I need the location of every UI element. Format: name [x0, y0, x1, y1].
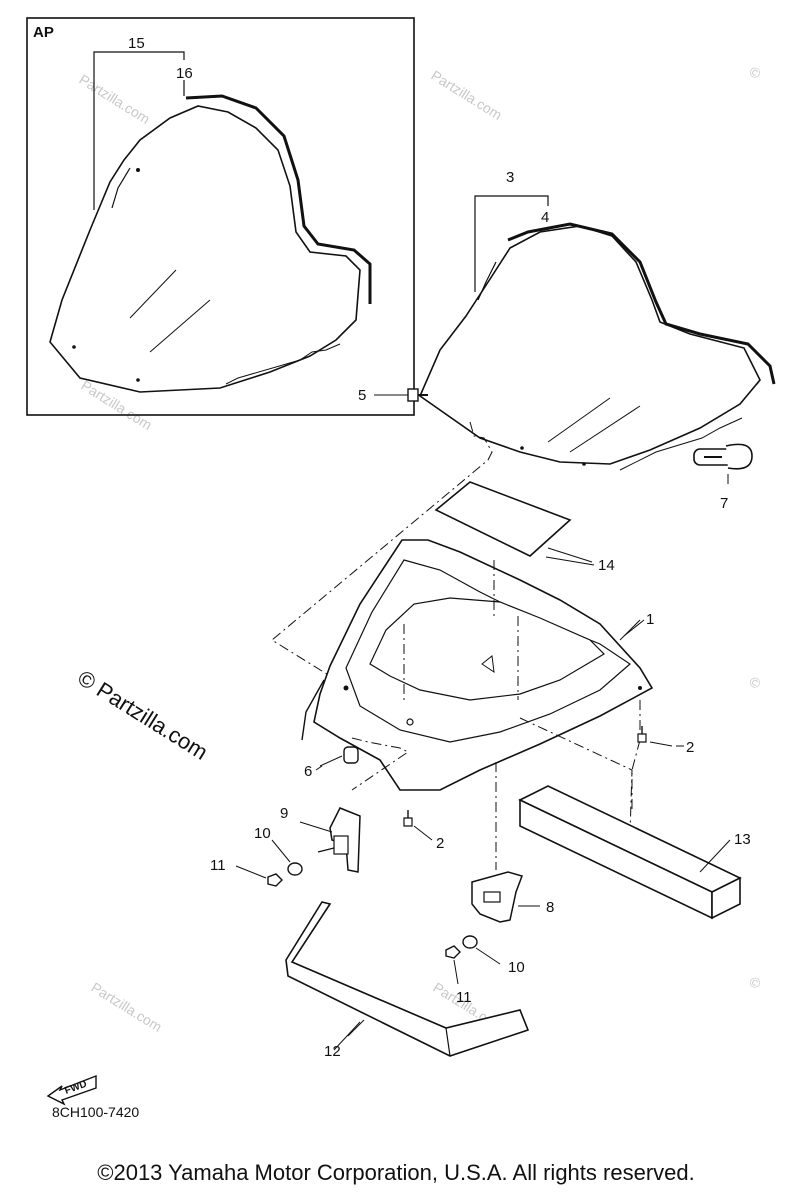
callout-11a: 11: [210, 857, 226, 874]
grommet-part-6: [319, 746, 359, 767]
document-code: 8CH100-7420: [52, 1104, 140, 1120]
screw-part-2: [403, 810, 433, 841]
watermark-small: Partzilla.com: [76, 71, 152, 127]
pad-part-14: [434, 481, 572, 557]
windshield-trim: [507, 222, 776, 385]
watermark-large: © Partzilla.com: [73, 665, 212, 765]
callout-4: 4: [541, 209, 549, 226]
callout-13: 13: [734, 831, 751, 848]
watermark-corner: ©: [746, 63, 764, 82]
watermark-small: Partzilla.com: [88, 979, 164, 1035]
callout-3: 3: [506, 169, 514, 186]
bracket-part-8: [471, 871, 540, 923]
callout-14: 14: [598, 557, 615, 574]
washer-part-10: [271, 839, 303, 876]
callout-5: 5: [358, 387, 366, 404]
washer-part-10: [462, 935, 501, 965]
copyright-notice: ©2013 Yamaha Motor Corporation, U.S.A. A…: [97, 1160, 695, 1185]
clip-part-7: [693, 443, 753, 484]
callout-15: 15: [128, 35, 145, 52]
cowling-part-1: [301, 539, 654, 791]
screw-part-2: [637, 726, 673, 747]
watermark-corner: ©: [746, 673, 764, 692]
screw-part-5: [374, 388, 428, 402]
callout-6: 6: [304, 763, 312, 780]
callout-10a: 10: [254, 825, 271, 842]
leader-lines: [315, 556, 731, 1051]
callout-2b: 2: [436, 835, 444, 852]
bracket-part-9: [299, 807, 361, 873]
callout-numbers: 15 16 3 4 5 7 14 1 2 6 9 2 13 10 11 8 10…: [128, 35, 751, 1060]
watermark-corner: ©: [746, 973, 764, 992]
ap-inset: AP: [26, 17, 415, 416]
callout-11b: 11: [456, 989, 472, 1006]
callout-10b: 10: [508, 959, 525, 976]
foam-part-13: [518, 785, 742, 920]
forward-arrow-icon: FWD: [46, 1074, 97, 1106]
watermark-small: Partzilla.com: [428, 67, 504, 123]
callout-16: 16: [176, 65, 193, 82]
windshield: [419, 225, 761, 465]
windshield-ap: [49, 105, 361, 393]
nut-part-11: [235, 865, 283, 887]
windshield-main: [419, 195, 776, 471]
callout-2a: 2: [686, 739, 694, 756]
nut-part-11: [445, 945, 461, 985]
callout-1: 1: [646, 611, 654, 628]
inset-frame: [26, 17, 415, 416]
inset-label: AP: [33, 24, 54, 41]
bumper-part-12: [285, 901, 530, 1057]
callout-7: 7: [720, 495, 728, 512]
guide-lines: [271, 421, 641, 870]
callout-9: 9: [280, 805, 288, 822]
callout-8: 8: [546, 899, 554, 916]
windshield-trim-ap: [185, 94, 372, 304]
